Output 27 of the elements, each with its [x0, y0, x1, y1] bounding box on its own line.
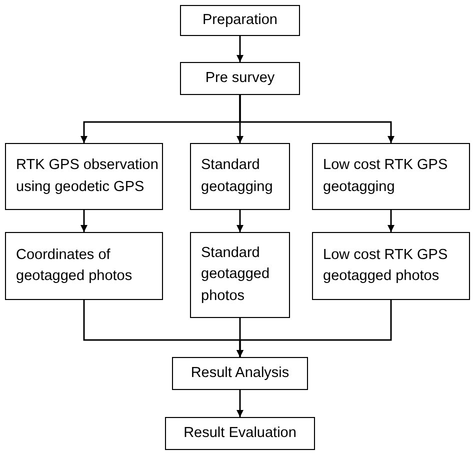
- arrow: [388, 210, 394, 232]
- arrow: [80, 210, 88, 232]
- process-box: [190, 143, 290, 210]
- box-label: Standard geotagged photos: [201, 244, 271, 306]
- process-box: [312, 143, 470, 210]
- process-box: [312, 232, 470, 300]
- process-box: [180, 5, 300, 36]
- box-label: Coordinates of geotagged photos: [16, 246, 134, 286]
- process-box: [165, 417, 315, 450]
- process-box: [172, 357, 308, 390]
- box-label: Preparation: [202, 10, 278, 30]
- arrow: [236, 36, 244, 62]
- arrow: [239, 95, 394, 143]
- box-label: RTK GPS observation using geodetic GPS: [16, 156, 160, 196]
- box-label: Result Evaluation: [184, 424, 296, 443]
- box-label: Standard geotagging: [201, 156, 274, 196]
- process-box: [5, 232, 163, 300]
- process-box: [180, 62, 300, 95]
- box-label: Pre survey: [205, 68, 275, 88]
- box-label: Low cost RTK GPS geotagging: [323, 156, 449, 196]
- process-box: [5, 143, 163, 210]
- process-box: [190, 232, 290, 318]
- arrow: [236, 390, 244, 417]
- arrow: [236, 210, 244, 232]
- box-label: Result Analysis: [190, 364, 290, 383]
- arrow: [236, 300, 392, 357]
- box-label: Low cost RTK GPS geotagged photos: [323, 246, 449, 286]
